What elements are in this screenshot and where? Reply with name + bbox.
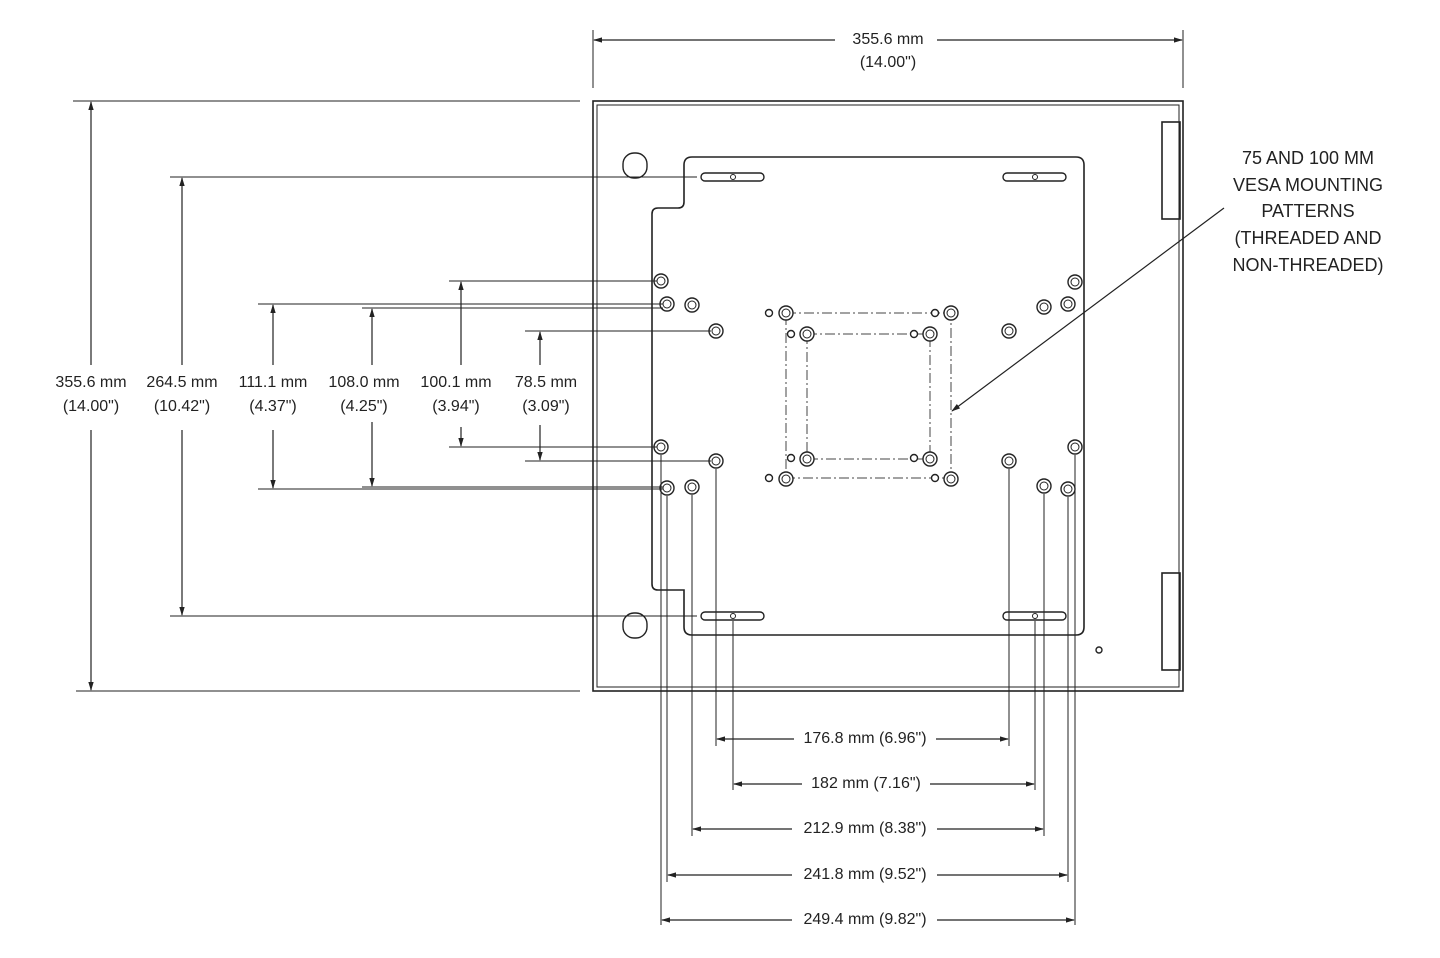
callout-line-1: 75 AND 100 MM	[1242, 148, 1374, 168]
bottom-width-label-4: 241.8 mm (9.52")	[803, 866, 926, 883]
bottom-width-label-2: 182 mm (7.16")	[811, 775, 921, 792]
height-label-4-mm: 108.0 mm	[328, 374, 399, 391]
top-width-in: (14.00")	[860, 54, 916, 71]
height-label-6-in: (3.09")	[522, 398, 569, 415]
bottom-width-label-5: 249.4 mm (9.82")	[803, 911, 926, 928]
callout-line-5: NON-THREADED)	[1233, 255, 1384, 275]
vesa-callout: 75 AND 100 MM VESA MOUNTING PATTERNS (TH…	[951, 148, 1384, 412]
top-width-dimension: 355.6 mm (14.00")	[592, 30, 1184, 88]
height-label-1-in: (14.00")	[63, 398, 119, 415]
height-dimensions: 355.6 mm (14.00") 264.5 mm (10.42") 111.…	[55, 100, 711, 692]
inner-plate	[651, 156, 1085, 636]
mounting-holes	[653, 273, 1083, 497]
bottom-width-label-1: 176.8 mm (6.96")	[803, 730, 926, 747]
height-label-4-in: (4.25")	[340, 398, 387, 415]
callout-line-3: PATTERNS	[1261, 201, 1354, 221]
vesa-patterns	[764, 305, 959, 487]
corner-oval-holes	[622, 152, 648, 639]
bottom-width-dimensions: 176.8 mm (6.96") 182 mm (7.16") 212.9 mm…	[660, 455, 1076, 928]
height-label-5-in: (3.94")	[432, 398, 479, 415]
side-slots	[1095, 121, 1181, 671]
height-label-1-mm: 355.6 mm	[55, 374, 126, 391]
plate-outline	[592, 100, 1184, 692]
height-label-6-mm: 78.5 mm	[515, 374, 577, 391]
bottom-width-label-3: 212.9 mm (8.38")	[803, 820, 926, 837]
height-label-5-mm: 100.1 mm	[420, 374, 491, 391]
height-label-3-mm: 111.1 mm	[239, 374, 308, 391]
slotted-holes	[700, 172, 1067, 621]
height-label-3-in: (4.37")	[249, 398, 296, 415]
callout-line-2: VESA MOUNTING	[1233, 175, 1383, 195]
callout-line-4: (THREADED AND	[1234, 228, 1381, 248]
height-label-2-mm: 264.5 mm	[146, 374, 217, 391]
top-width-mm: 355.6 mm	[852, 31, 923, 48]
height-label-2-in: (10.42")	[154, 398, 210, 415]
